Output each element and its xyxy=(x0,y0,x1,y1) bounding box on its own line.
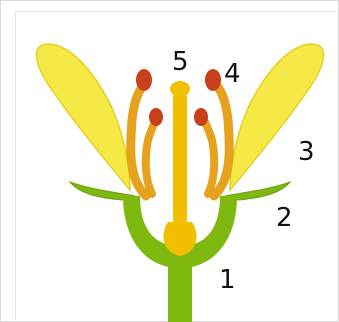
anther-inner-left xyxy=(149,108,163,126)
anther-inner-right xyxy=(194,108,208,126)
filament-inner-left xyxy=(146,120,156,194)
style xyxy=(173,92,187,232)
label-petal: 3 xyxy=(298,137,315,167)
label-sepal: 2 xyxy=(276,203,293,233)
filament-inner-right xyxy=(204,120,214,194)
anther-outer-right xyxy=(205,69,221,91)
label-pistil: 5 xyxy=(172,47,189,77)
stigma xyxy=(170,81,190,97)
anther-outer-left xyxy=(136,69,152,91)
label-stamen: 4 xyxy=(224,59,241,89)
left-petal xyxy=(36,44,130,190)
right-petal xyxy=(230,44,324,190)
label-stem: 1 xyxy=(219,265,236,295)
